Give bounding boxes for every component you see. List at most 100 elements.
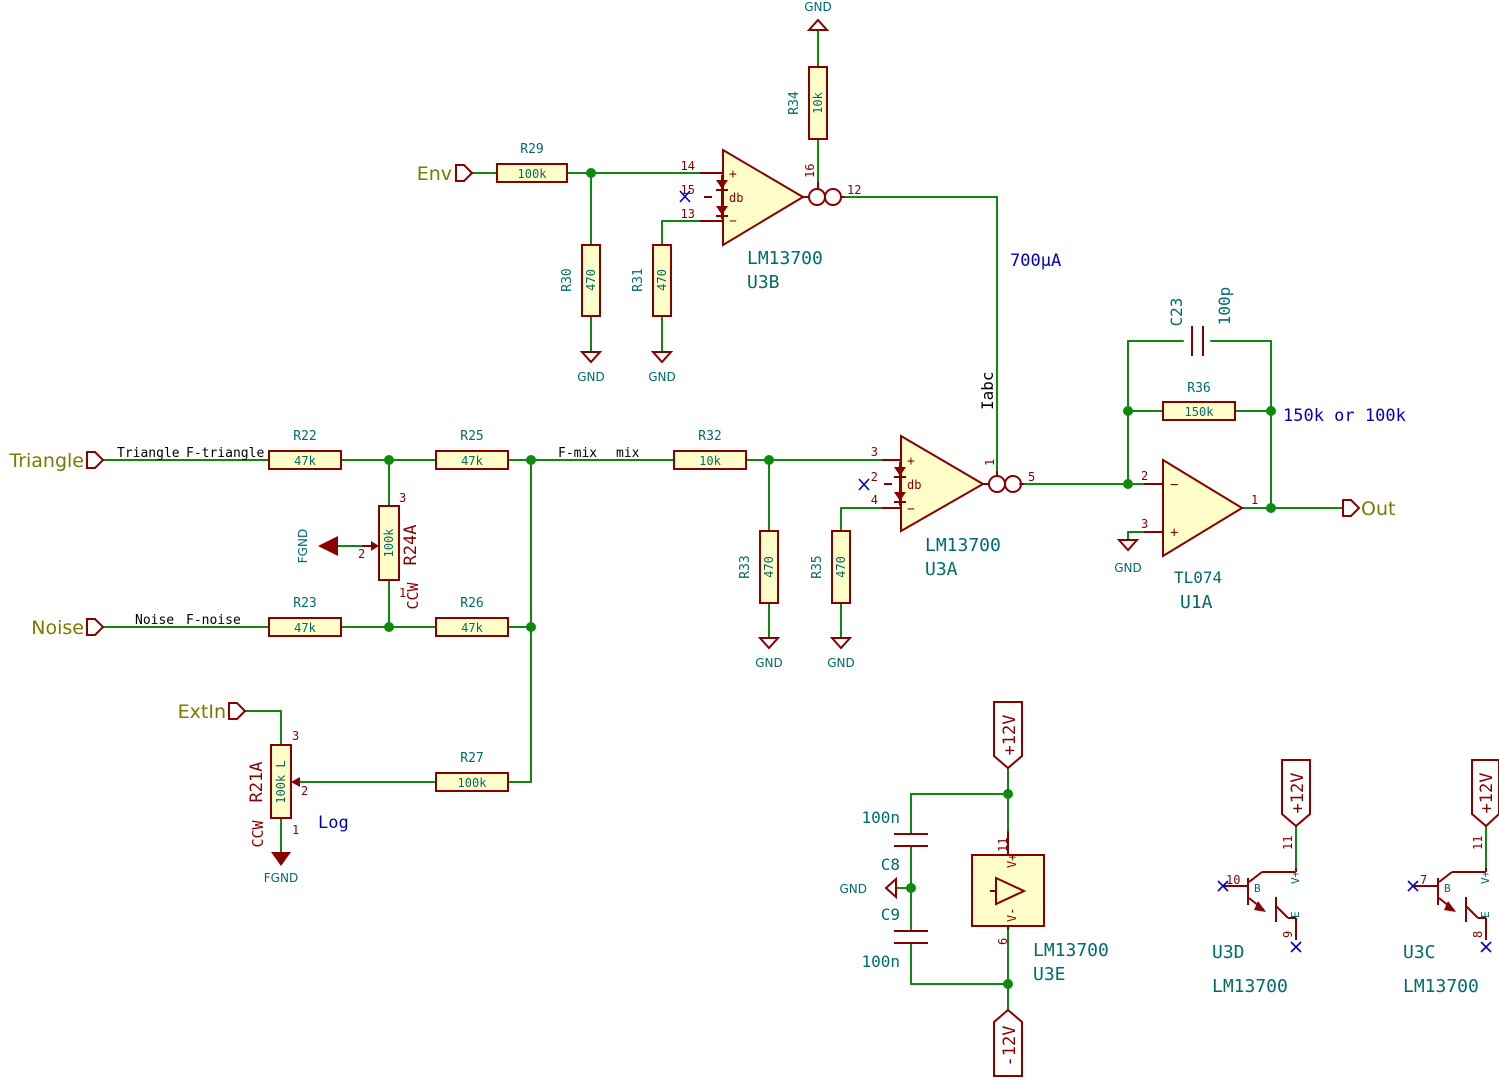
resistor-r31-ref: R31	[631, 268, 646, 291]
u1a-ref: U1A	[1180, 592, 1213, 613]
u3c-v-label: V+	[1479, 870, 1492, 884]
resistor-r30-ref: R30	[560, 268, 575, 291]
u1a-pin1: 1	[1251, 493, 1258, 507]
resistor-r32-ref: R32	[698, 429, 721, 444]
u1a-pin2: 2	[1141, 469, 1148, 483]
gnd-symbol-caps: GND	[839, 876, 897, 900]
gnd-symbol-top: GND	[804, 0, 832, 31]
resistor-r27-ref: R27	[460, 751, 483, 766]
power-flag-m12-u3e: -12V	[993, 1008, 1023, 1077]
u3e-value: LM13700	[1033, 940, 1109, 961]
u3a-db: db	[907, 478, 921, 492]
resistor-r29-value: 100k	[518, 167, 548, 181]
u3b-value: LM13700	[747, 248, 823, 269]
u3c-pin-c: 11	[1471, 836, 1485, 850]
net-label-triangle: Triangle	[117, 446, 180, 461]
u3e-pin6: 6	[996, 938, 1010, 945]
u3e-ref: U3E	[1033, 964, 1066, 985]
pot-r24a-pin1: 1	[399, 586, 406, 600]
resistor-r35-ref: R35	[810, 555, 825, 578]
pot-r21a-value: 100k L	[274, 760, 288, 803]
u1a-pin3: 3	[1141, 517, 1148, 531]
resistor-r27: R27 100k	[435, 751, 509, 792]
u3b-db: db	[729, 191, 743, 205]
gnd-symbol-r33: GND	[755, 637, 783, 670]
gnd-u1a-text: GND	[1114, 561, 1142, 575]
pot-r24a-pin3: 3	[399, 491, 406, 505]
u3c-e-label: E	[1479, 911, 1492, 918]
u3a-minus: −	[907, 502, 915, 517]
label-triangle-text: Triangle	[8, 450, 84, 472]
resistor-r22-ref: R22	[293, 429, 316, 444]
u1a-minus: −	[1170, 477, 1178, 493]
resistor-r27-value: 100k	[458, 776, 488, 790]
fgnd-symbol-r21a: FGND	[264, 852, 298, 885]
label-noise-text: Noise	[31, 617, 84, 639]
u3c-value: LM13700	[1403, 976, 1479, 997]
u3e-vplus: V+	[1005, 854, 1019, 868]
pot-r24a: 100k R24A CCW 3 1 2	[358, 491, 422, 610]
gnd-r30-text: GND	[577, 370, 605, 384]
net-label-mix: mix	[616, 446, 640, 461]
gnd-r35-text: GND	[827, 656, 855, 670]
resistor-r36-value: 150k	[1185, 405, 1215, 419]
ic-u3d: B E V+ 10 11 9 U3D LM13700	[1212, 825, 1302, 997]
net-label-f-mix: F-mix	[558, 446, 597, 461]
u3e-vminus: V-	[1005, 908, 1019, 922]
u3b-pin12: 12	[847, 183, 861, 197]
label-env-text: Env	[417, 163, 452, 185]
u3d-ref: U3D	[1212, 942, 1245, 963]
no-connect-u3d	[1217, 880, 1302, 953]
no-connect-u3b-pin15	[679, 190, 691, 203]
u3d-value: LM13700	[1212, 976, 1288, 997]
resistor-r36-ref: R36	[1187, 381, 1210, 396]
gnd-symbol-u1a: GND	[1114, 539, 1142, 575]
u3d-b-label: B	[1254, 882, 1261, 895]
u3a-plus: +	[907, 454, 915, 469]
label-extin-text: ExtIn	[178, 701, 226, 723]
resistor-r30: R30 470	[560, 244, 601, 317]
no-connect-u3a-pin2	[858, 478, 870, 491]
u3b-pin14: 14	[681, 159, 695, 173]
gnd-r33-text: GND	[755, 656, 783, 670]
pot-r21a-pin1: 1	[292, 823, 299, 837]
power-flag-p12-u3e-text: +12V	[1000, 715, 1020, 756]
net-label-noise: Noise	[135, 613, 174, 628]
label-noise: Noise	[31, 617, 105, 639]
resistor-r36: R36 150k	[1162, 381, 1236, 421]
net-label-f-noise: F-noise	[186, 613, 241, 628]
net-label-iabc: Iabc	[978, 371, 997, 410]
u3b-pin13: 13	[681, 207, 695, 221]
gnd-symbol-r30: GND	[577, 351, 605, 384]
fgnd-r24a-text: FGND	[296, 529, 310, 563]
gnd-symbol-r31: GND	[648, 351, 676, 384]
resistor-r33: R33 470	[738, 530, 779, 604]
resistor-r29: R29 100k	[496, 142, 568, 183]
u3a-pin5: 5	[1028, 470, 1035, 484]
gnd-r31-text: GND	[648, 370, 676, 384]
u1a-plus: +	[1170, 525, 1178, 541]
resistor-r25-value: 47k	[461, 454, 483, 468]
resistor-r26-value: 47k	[461, 621, 483, 635]
resistor-r30-value: 470	[584, 269, 598, 291]
u3a-value: LM13700	[925, 535, 1001, 556]
u3d-pin-c: 11	[1281, 836, 1295, 850]
resistor-r33-value: 470	[762, 556, 776, 578]
resistor-r25: R25 47k	[435, 429, 509, 470]
resistor-r22: R22 47k	[268, 429, 342, 470]
resistor-r35: R35 470	[810, 530, 851, 604]
label-triangle: Triangle	[8, 450, 105, 472]
u3a-pin4: 4	[871, 493, 878, 507]
ic-u1a: − + 2 3 1 TL074 U1A	[1141, 458, 1258, 613]
pot-r21a-pin3: 3	[292, 729, 299, 743]
label-out: Out	[1342, 498, 1395, 520]
u3b-plus: +	[729, 167, 737, 182]
u3d-v-label: V+	[1289, 870, 1302, 884]
resistor-r26-ref: R26	[460, 596, 483, 611]
resistor-r33-ref: R33	[738, 555, 753, 578]
gnd-top-text: GND	[804, 0, 832, 14]
resistor-r26: R26 47k	[435, 596, 509, 637]
resistor-r35-value: 470	[834, 556, 848, 578]
resistor-r34: R34 10k	[787, 66, 828, 140]
u3b-pin16: 16	[803, 164, 817, 178]
